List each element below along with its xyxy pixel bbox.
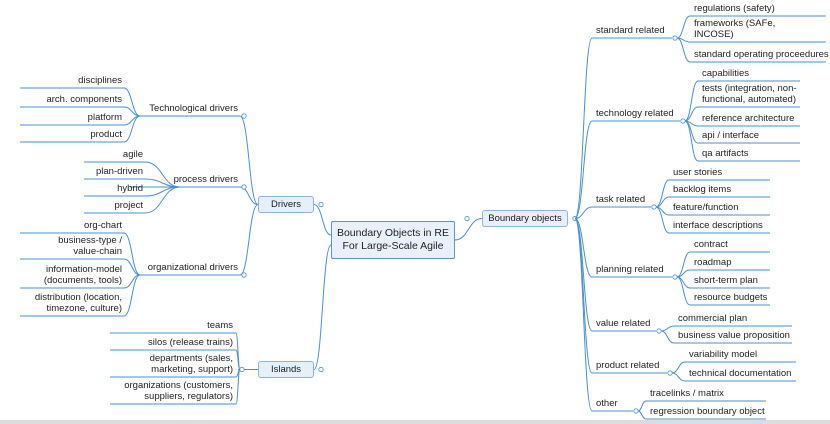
leaf-business-type-value-chain[interactable]: business-type / value-chain [58, 235, 122, 257]
leaf-backlog-items[interactable]: backlog items [673, 184, 732, 195]
leaf-organizations-customers-suppliers-regulators[interactable]: organizations (customers, suppliers, reg… [124, 380, 233, 402]
leaf-platform[interactable]: platform [87, 112, 122, 123]
group-planning-related[interactable]: planning related [596, 264, 664, 275]
leaf-agile[interactable]: agile [122, 149, 143, 160]
leaf-roadmap[interactable]: roadmap [694, 257, 732, 268]
central-topic-line2: For Large-Scale Agile [342, 240, 444, 252]
group-task-related[interactable]: task related [596, 194, 646, 205]
leaf-hybrid[interactable]: hybrid [117, 183, 143, 194]
leaf-tests-integration-non-functional-automated[interactable]: tests (integration, non- functional, aut… [702, 83, 797, 105]
boundary-objects-label: Boundary objects [488, 213, 562, 224]
central-topic[interactable]: Boundary Objects in RE For Large-Scale A… [331, 221, 455, 259]
leaf-frameworks-safe-incose[interactable]: frameworks (SAFe, INCOSE) [694, 18, 776, 40]
drivers-node[interactable]: Drivers [258, 196, 314, 213]
boundary-objects-node[interactable]: Boundary objects [482, 210, 568, 227]
leaf-tracelinks-matrix[interactable]: tracelinks / matrix [650, 388, 724, 399]
leaf-arch-components[interactable]: arch. components [46, 94, 122, 105]
leaf-project[interactable]: project [114, 200, 143, 211]
group-process-drivers[interactable]: process drivers [173, 174, 238, 185]
leaf-silos-release-trains[interactable]: silos (release trains) [148, 337, 233, 348]
leaf-technical-documentation[interactable]: technical documentation [689, 368, 792, 379]
group-standard-related[interactable]: standard related [596, 25, 665, 36]
group-other[interactable]: other [596, 398, 618, 409]
leaf-variability-model[interactable]: variability model [689, 349, 758, 360]
leaf-interface-descriptions[interactable]: interface descriptions [673, 220, 763, 231]
leaf-contract[interactable]: contract [694, 239, 728, 250]
leaf-qa-artifacts[interactable]: qa artifacts [702, 148, 749, 159]
group-product-related[interactable]: product related [596, 360, 660, 371]
leaf-disciplines[interactable]: disciplines [78, 75, 122, 86]
leaf-plan-driven[interactable]: plan-driven [96, 166, 143, 177]
islands-node[interactable]: Islands [258, 361, 314, 378]
window-bottom-edge [0, 420, 830, 424]
leaf-short-term-plan[interactable]: short-term plan [694, 275, 758, 286]
central-topic-line1: Boundary Objects in RE [336, 227, 450, 239]
leaf-reference-architecture[interactable]: reference architecture [702, 113, 795, 124]
leaf-regression-boundary-object[interactable]: regression boundary object [650, 406, 765, 417]
leaf-departments-sales-marketing-support[interactable]: departments (sales, marketing, support) [149, 353, 233, 375]
group-technological-drivers[interactable]: Technological drivers [149, 103, 238, 114]
leaf-business-value-proposition[interactable]: business value proposition [678, 330, 790, 341]
leaf-user-stories[interactable]: user stories [673, 167, 723, 178]
leaf-teams[interactable]: teams [207, 320, 233, 331]
group-organizational-drivers[interactable]: organizational drivers [147, 262, 238, 273]
leaf-api-interface[interactable]: api / interface [702, 130, 760, 141]
leaf-capabilities[interactable]: capabilities [702, 68, 749, 79]
leaf-regulations-safety[interactable]: regulations (safety) [694, 3, 775, 14]
leaf-feature-function[interactable]: feature/function [673, 202, 739, 213]
leaf-org-chart[interactable]: org-chart [83, 220, 122, 231]
leaf-resource-budgets[interactable]: resource budgets [694, 292, 768, 303]
leaf-distribution-location-timezone-culture[interactable]: distribution (location, timezone, cultur… [34, 292, 122, 314]
group-technology-related[interactable]: technology related [596, 108, 674, 119]
leaf-commercial-plan[interactable]: commercial plan [678, 313, 748, 324]
leaf-product[interactable]: product [90, 129, 122, 140]
group-value-related[interactable]: value related [596, 318, 651, 329]
leaf-standard-operating-proceedures[interactable]: standard operating proceedures [694, 49, 829, 60]
drivers-label: Drivers [270, 199, 302, 210]
leaf-information-model-documents-tools[interactable]: information-model (documents, tools) [43, 264, 122, 286]
islands-label: Islands [270, 364, 302, 375]
